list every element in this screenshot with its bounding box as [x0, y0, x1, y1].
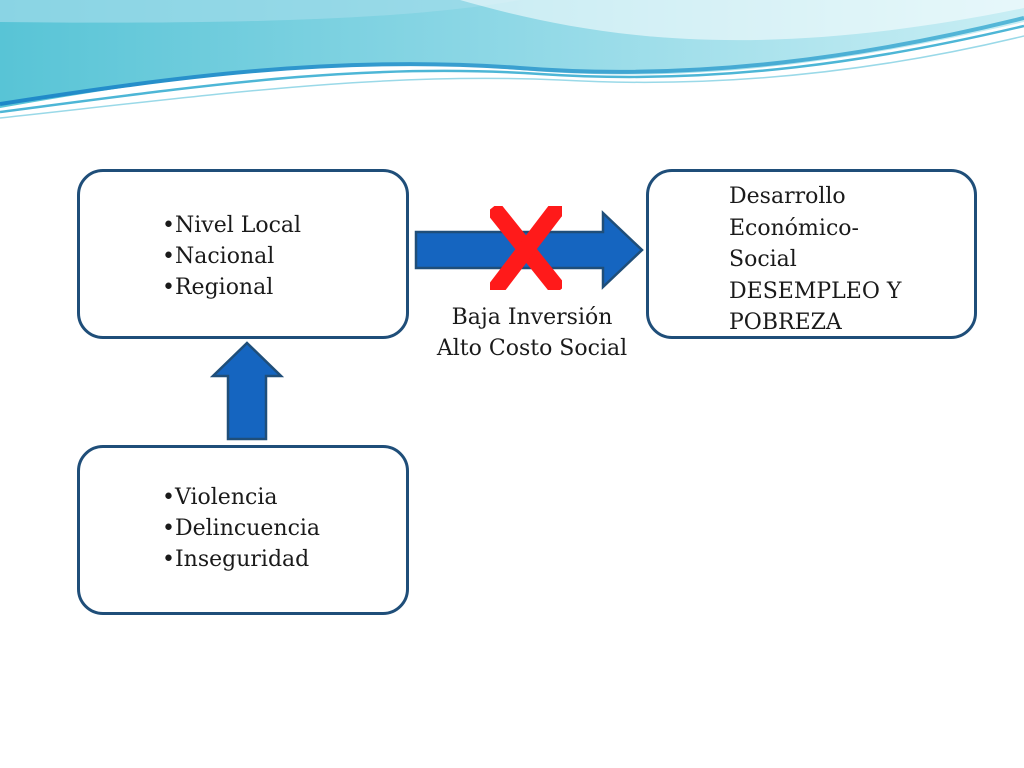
levels-box: Nivel Local Nacional Regional [77, 169, 409, 339]
list-item: Nacional [162, 241, 301, 272]
blocked-x-icon [490, 206, 562, 290]
text-line: Social [729, 247, 797, 272]
problems-box: Violencia Delincuencia Inseguridad [77, 445, 409, 615]
up-arrow [210, 341, 284, 441]
decorative-wave-header [0, 0, 1024, 119]
list-item: Inseguridad [162, 544, 320, 575]
text-line: POBREZA [729, 310, 842, 335]
levels-list: Nivel Local Nacional Regional [162, 210, 301, 303]
list-item: Regional [162, 272, 301, 303]
text-line: Económico- [729, 215, 859, 241]
list-item: Delincuencia [162, 513, 320, 544]
problems-list: Violencia Delincuencia Inseguridad [162, 482, 320, 575]
development-box: Desarrollo Económico- Social DESEMPLEO Y… [646, 169, 977, 339]
list-item: Violencia [162, 482, 320, 513]
development-text: Desarrollo Económico- Social DESEMPLEO Y… [729, 181, 969, 339]
list-item: Nivel Local [162, 210, 301, 241]
caption-line: Alto Costo Social [436, 336, 628, 361]
arrow-caption: Baja Inversión Alto Costo Social [400, 302, 664, 364]
text-line: Desarrollo [729, 184, 846, 209]
caption-line: Baja Inversión [451, 305, 613, 330]
text-line: DESEMPLEO Y [729, 278, 902, 304]
